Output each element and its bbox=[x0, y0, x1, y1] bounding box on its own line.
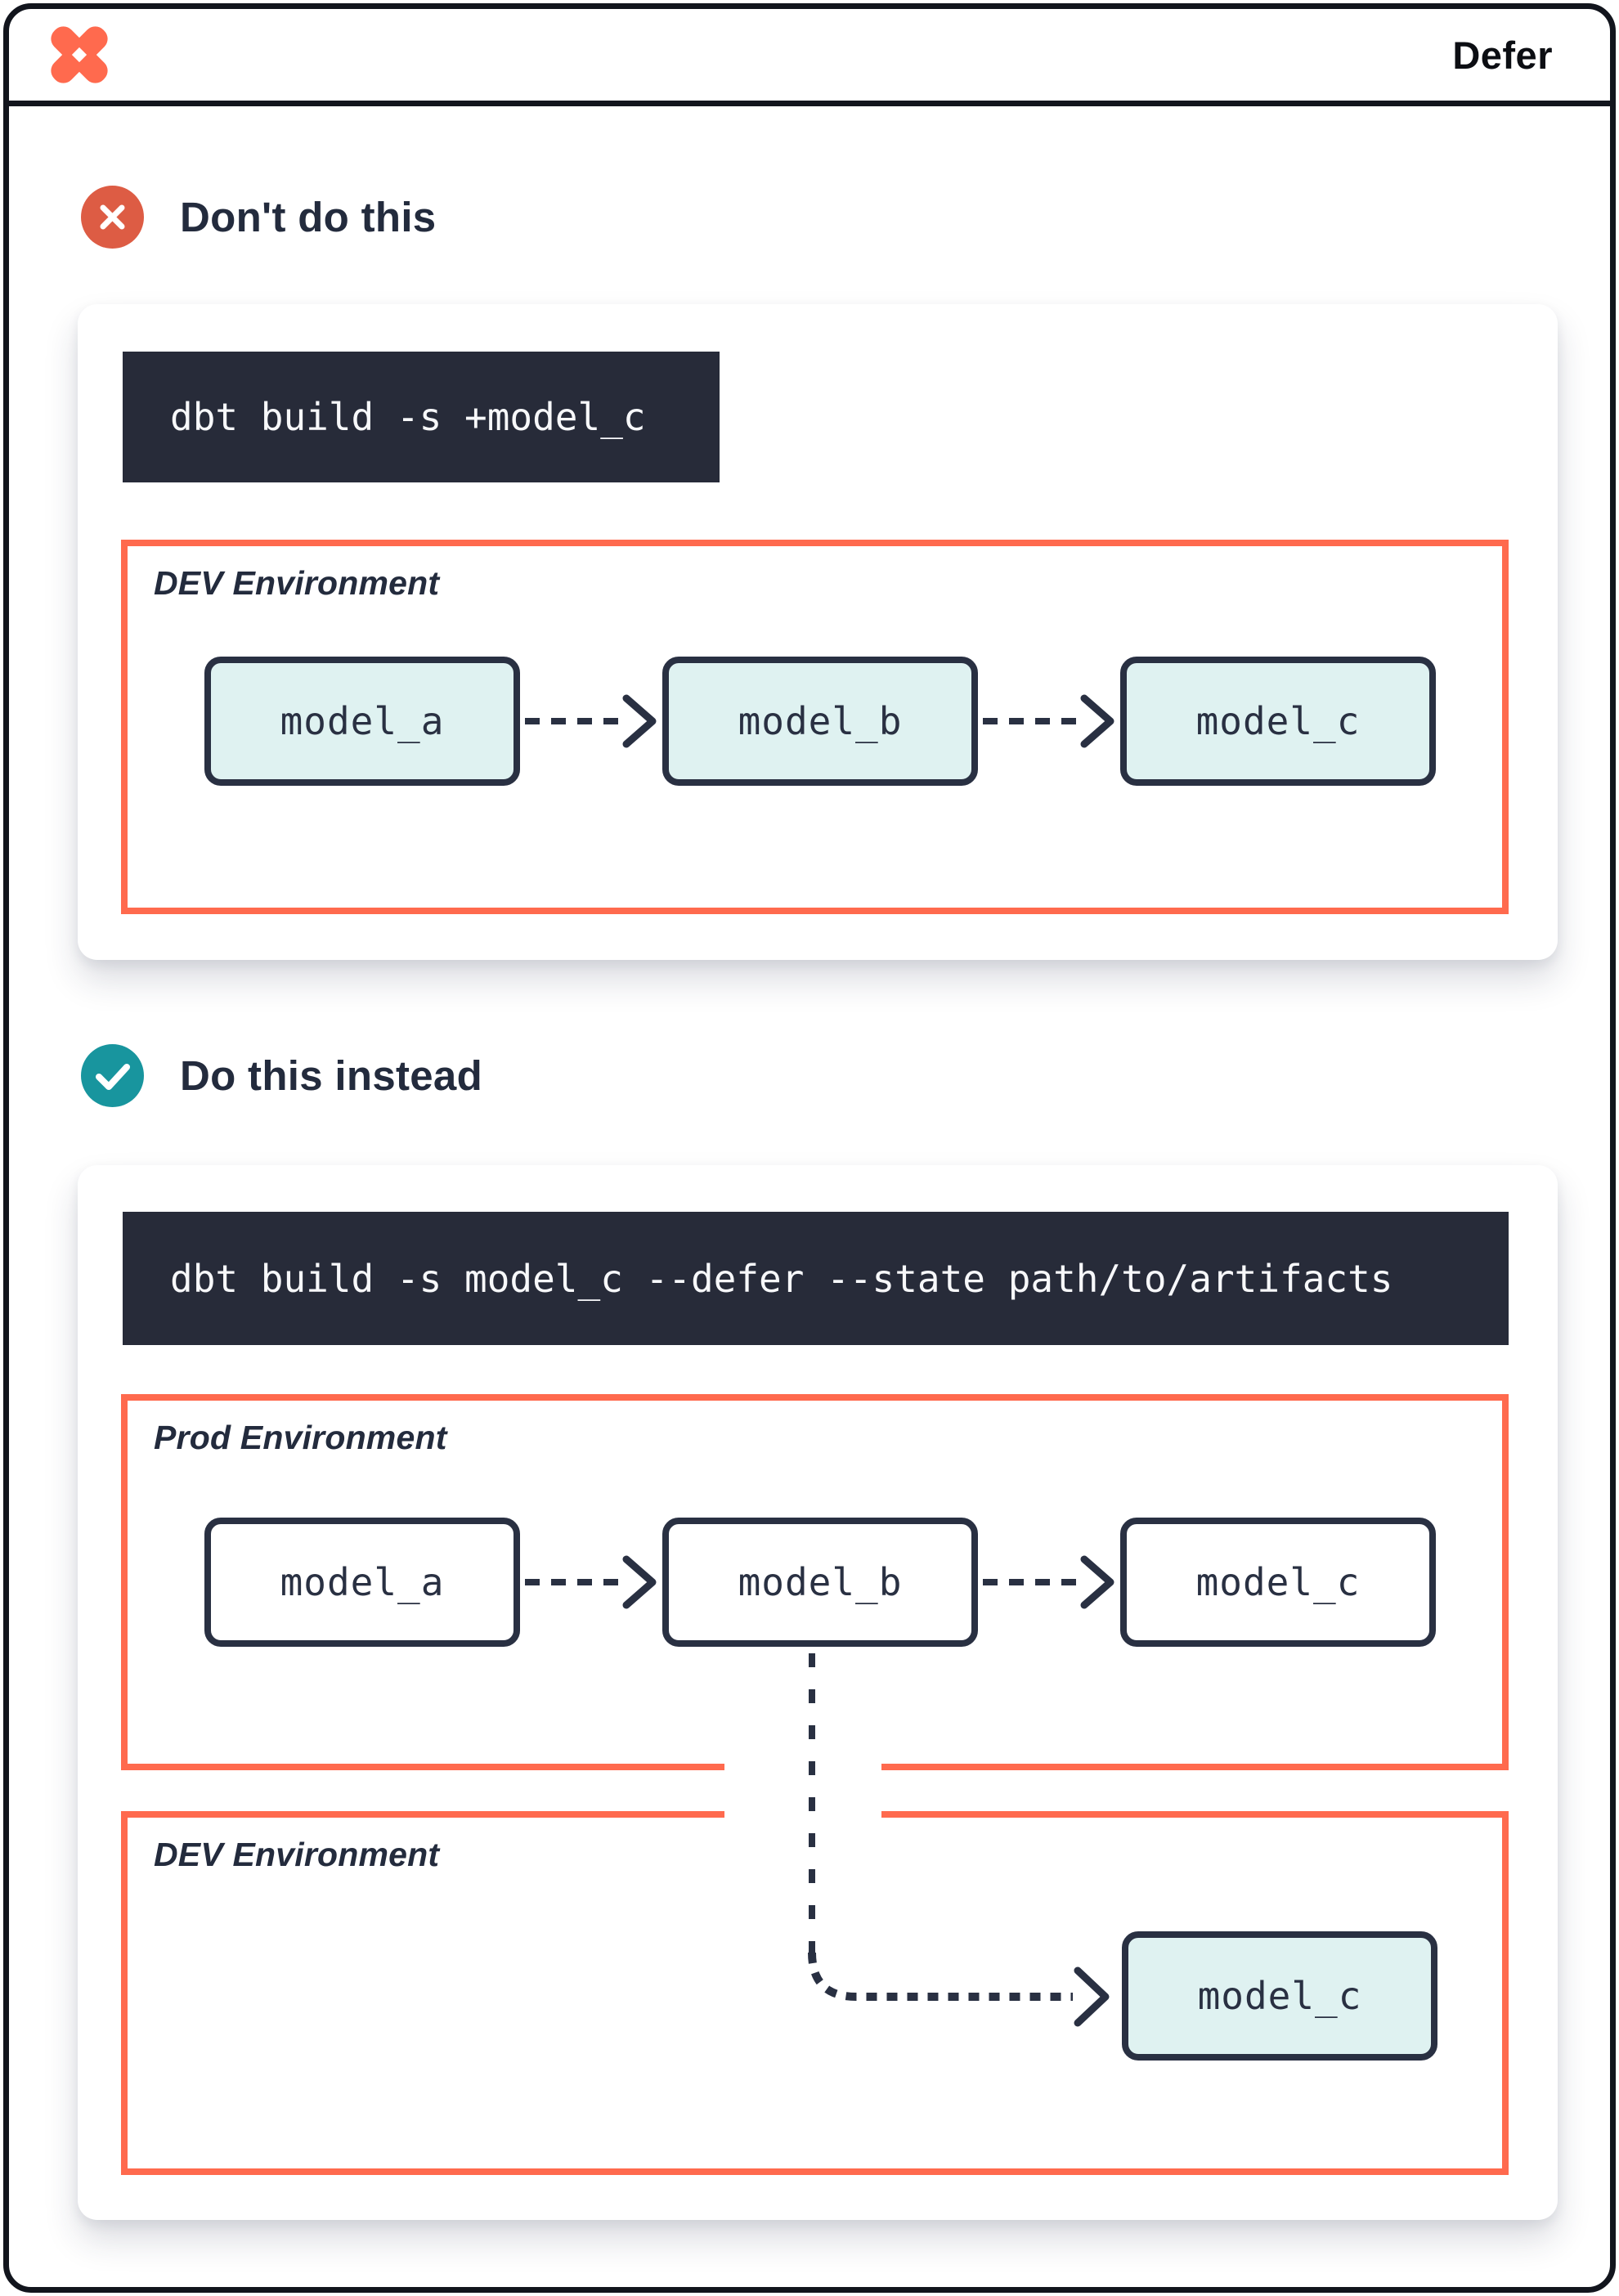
arrow-icon bbox=[525, 694, 657, 748]
environment-label: DEV Environment bbox=[154, 564, 440, 602]
model-c-node: model_c bbox=[1122, 1931, 1437, 2061]
model-a-node: model_a bbox=[204, 1518, 520, 1647]
model-b-node: model_b bbox=[662, 657, 978, 786]
prod-environment-box: Prod Environment model_a model_b model_c bbox=[121, 1394, 1509, 1770]
dev-environment-box: DEV Environment model_c bbox=[121, 1811, 1509, 2175]
dont-card: dbt build -s +model_c DEV Environment mo… bbox=[78, 304, 1558, 960]
title-bar: Defer bbox=[9, 9, 1610, 106]
arrow-icon bbox=[525, 1555, 657, 1609]
page-title: Defer bbox=[1452, 33, 1553, 77]
model-a-node: model_a bbox=[204, 657, 520, 786]
arrow-icon bbox=[983, 694, 1114, 748]
section-title: Don't do this bbox=[180, 194, 437, 240]
prod-border-gap bbox=[724, 1756, 881, 1774]
check-circle-icon bbox=[81, 1044, 144, 1107]
environment-label: Prod Environment bbox=[154, 1419, 447, 1456]
section-do-heading: Do this instead bbox=[81, 1044, 482, 1107]
model-c-node: model_c bbox=[1120, 1518, 1436, 1647]
section-title: Do this instead bbox=[180, 1052, 483, 1099]
x-circle-icon bbox=[81, 186, 144, 249]
arrow-icon bbox=[983, 1555, 1114, 1609]
command-snippet: dbt build -s model_c --defer --state pat… bbox=[123, 1212, 1509, 1345]
do-card: dbt build -s model_c --defer --state pat… bbox=[78, 1165, 1558, 2220]
model-c-node: model_c bbox=[1120, 657, 1436, 786]
command-snippet: dbt build -s +model_c bbox=[123, 352, 720, 482]
dev-environment-box: DEV Environment model_a model_b model_c bbox=[121, 540, 1509, 914]
dbt-logo-icon bbox=[51, 26, 108, 83]
model-b-node: model_b bbox=[662, 1518, 978, 1647]
section-dont-heading: Don't do this bbox=[81, 186, 436, 249]
dev-border-gap bbox=[724, 1808, 881, 1826]
environment-label: DEV Environment bbox=[154, 1836, 440, 1873]
